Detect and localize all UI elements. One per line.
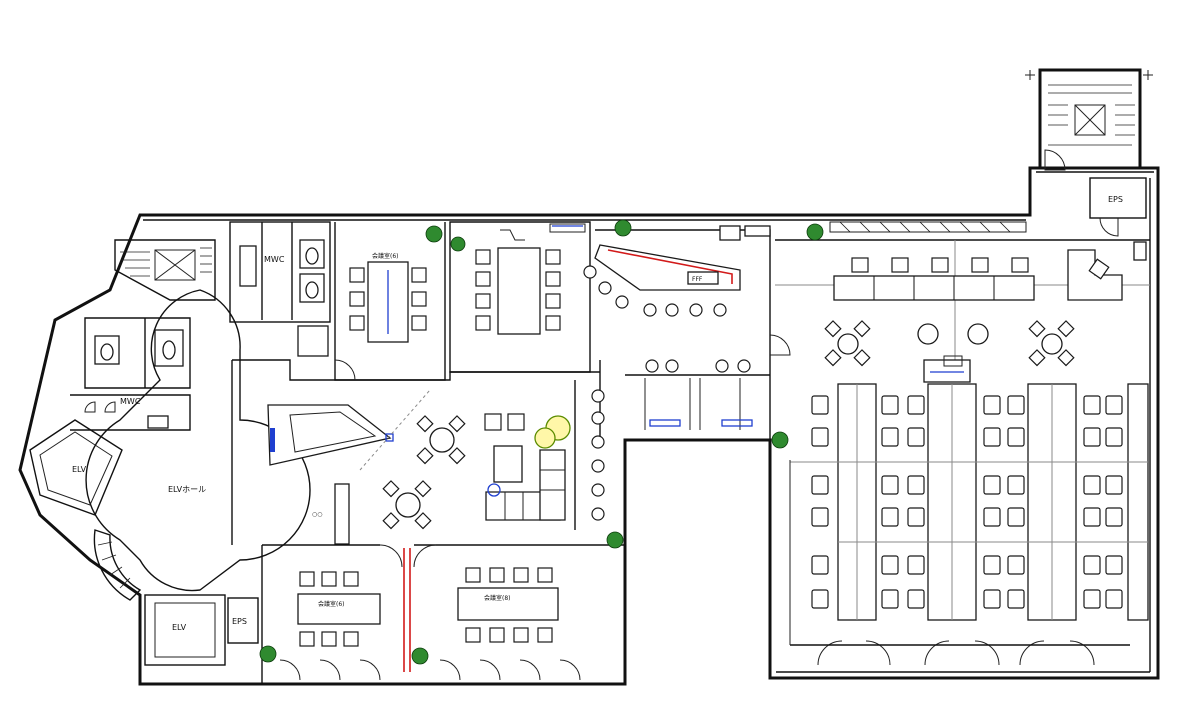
elv-hall-label: ELVホール xyxy=(168,485,206,494)
office-chair xyxy=(983,589,1001,609)
office-chair xyxy=(907,507,925,527)
office-chair xyxy=(811,555,829,575)
meeting-room-bl-label: 会議室(6) xyxy=(318,600,345,608)
office-chair xyxy=(907,589,925,609)
meeting-room-bc-label: 会議室(8) xyxy=(484,594,511,602)
elevator-icon xyxy=(29,419,123,516)
svg-text:○○: ○○ xyxy=(312,511,322,518)
chair-icon xyxy=(349,267,427,331)
office-chair xyxy=(1007,395,1025,415)
eps-bottom-label: EPS xyxy=(232,617,247,626)
office-chair xyxy=(881,395,899,415)
office-chair xyxy=(811,589,829,609)
office-chair xyxy=(881,555,899,575)
meeting-room-top-label: 会議室(6) xyxy=(372,252,399,260)
office-chair xyxy=(983,427,1001,447)
office-chair xyxy=(1007,427,1025,447)
office-chair xyxy=(907,395,925,415)
office-chair xyxy=(811,395,829,415)
office-chair xyxy=(811,427,829,447)
toilet-icon xyxy=(100,343,114,361)
office-chair xyxy=(1007,589,1025,609)
outer-walls xyxy=(18,68,1160,686)
office-area: EPS xyxy=(775,177,1150,666)
svg-text:FFF: FFF xyxy=(692,276,703,283)
office-chair xyxy=(983,475,1001,495)
office-chair xyxy=(907,555,925,575)
office-chair xyxy=(1105,589,1123,609)
office-chair xyxy=(811,475,829,495)
elv-bottom-label: ELV xyxy=(172,623,187,632)
toilet-icon xyxy=(299,239,325,303)
meeting-room-top: 会議室(6) xyxy=(334,222,446,381)
office-chair xyxy=(983,555,1001,575)
office-chair xyxy=(1007,475,1025,495)
office-chair xyxy=(1083,475,1101,495)
office-chair xyxy=(881,427,899,447)
mwc-upper-label: MWC xyxy=(264,255,285,264)
office-chair xyxy=(1083,427,1101,447)
office-chair xyxy=(1105,555,1123,575)
stair-icon xyxy=(114,84,1135,301)
office-chair xyxy=(1083,507,1101,527)
office-chair xyxy=(983,507,1001,527)
chair-icon xyxy=(299,571,359,647)
round-table-3 xyxy=(824,320,871,367)
chair-icon xyxy=(475,249,561,331)
office-chair xyxy=(1083,555,1101,575)
office-chair xyxy=(1007,507,1025,527)
round-table-4 xyxy=(1028,320,1075,367)
office-chair xyxy=(1083,589,1101,609)
elv-left-label: ELV xyxy=(72,465,87,474)
round-table-1 xyxy=(416,415,466,465)
chair-icon xyxy=(591,389,605,521)
pantry-counter: FFF xyxy=(583,225,791,440)
office-chair xyxy=(881,589,899,609)
office-chair xyxy=(907,427,925,447)
eps-top-right-label: EPS xyxy=(1108,195,1123,204)
round-table-2 xyxy=(382,480,432,530)
office-chair xyxy=(907,475,925,495)
window-hatch xyxy=(839,221,1011,233)
meeting-room-bottom-left: 会議室(6) xyxy=(262,544,411,681)
mwc-lower-label: MWC xyxy=(120,397,141,406)
office-chair xyxy=(1105,395,1123,415)
chair-icon xyxy=(811,395,1123,609)
lounge-area: ○○ xyxy=(267,371,605,545)
office-chair xyxy=(881,507,899,527)
desk-islands xyxy=(790,383,1149,621)
plant-icon xyxy=(259,219,824,665)
office-chair xyxy=(983,395,1001,415)
chair-icon xyxy=(465,567,553,643)
meeting-room-bottom-center: 会議室(8) xyxy=(413,544,625,681)
office-chair xyxy=(1105,427,1123,447)
office-chair xyxy=(1083,395,1101,415)
office-chair xyxy=(811,507,829,527)
chair-icon xyxy=(583,265,751,373)
elevator-icon xyxy=(144,594,226,666)
chair-icon xyxy=(851,257,1029,273)
office-chair xyxy=(881,475,899,495)
meeting-room-center xyxy=(449,221,591,373)
office-chair xyxy=(1105,507,1123,527)
left-core: MWC MWC ELV ELVホール xyxy=(29,221,380,684)
office-chair xyxy=(1105,475,1123,495)
sofa-icon xyxy=(484,413,566,521)
office-chair xyxy=(1007,555,1025,575)
